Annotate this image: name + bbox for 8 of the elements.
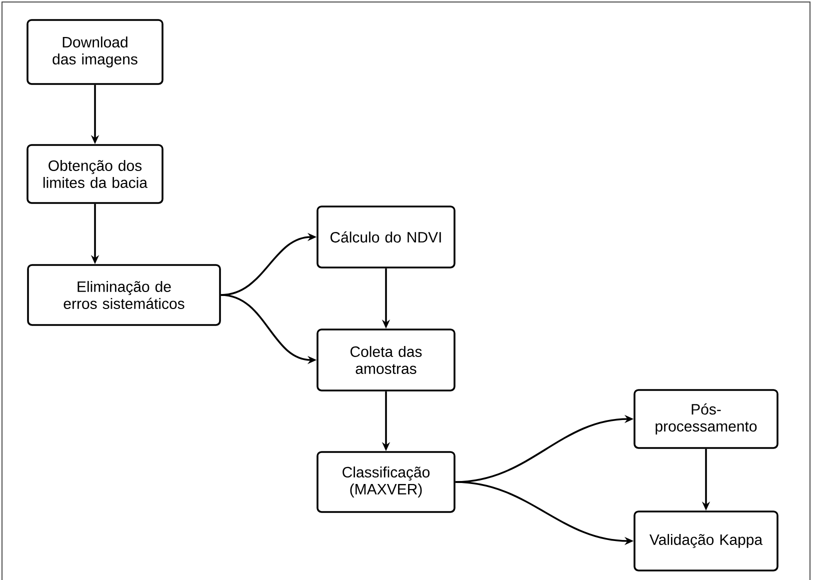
process-box: Coleta das amostras <box>316 328 456 392</box>
process-box: Classificação (MAXVER) <box>316 451 456 513</box>
process-box: Eliminação de erros sistemáticos <box>27 264 221 326</box>
process-box: Download das imagens <box>26 19 164 85</box>
process-box: Obtenção dos limites da bacia <box>26 144 164 204</box>
process-box: Validação Kappa <box>634 510 778 572</box>
process-box: Cálculo do NDVI <box>316 206 456 268</box>
process-box: Pós- processamento <box>634 389 778 449</box>
